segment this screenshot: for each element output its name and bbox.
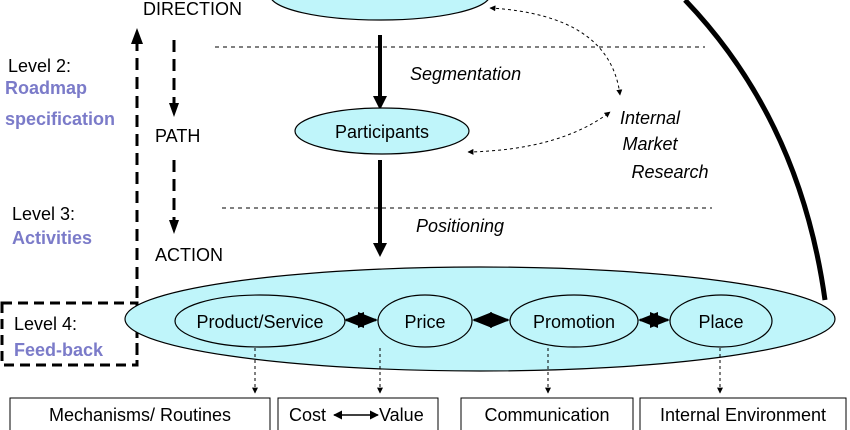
cost-label: Cost (289, 405, 326, 425)
stage-action: ACTION (155, 245, 223, 265)
research-line-2: Market (622, 134, 678, 154)
mechanisms-label: Mechanisms/ Routines (49, 405, 231, 425)
product-service-label: Product/Service (196, 312, 323, 332)
price-label: Price (404, 312, 445, 332)
value-label: Value (379, 405, 424, 425)
stage-direction: DIRECTION (143, 0, 242, 19)
mechanisms-box (9, 397, 271, 430)
segmentation-label: Segmentation (410, 64, 521, 84)
positioning-label: Positioning (416, 216, 504, 236)
feedback-arc (683, 0, 828, 301)
place-ellipse (669, 294, 773, 348)
research-arrow-participants (467, 111, 611, 155)
level-2-label: Level 2: (8, 56, 71, 76)
level-4-label: Level 4: (14, 314, 77, 334)
environment-box (639, 397, 847, 430)
path-to-action-arrowhead (169, 220, 179, 234)
segmentation-arrowhead (373, 96, 387, 110)
stage-path: PATH (155, 126, 200, 146)
place-label: Place (698, 312, 743, 332)
communication-label: Communication (484, 405, 609, 425)
research-line-1: Internal (620, 108, 681, 128)
promotion-label: Promotion (533, 312, 615, 332)
research-arrow-top (489, 5, 623, 96)
direction-to-path-arrowhead (169, 103, 179, 117)
positioning-arrowhead (373, 243, 387, 257)
top-ellipse (271, 0, 489, 21)
level-2-title-line2: specification (5, 109, 115, 129)
level-4-title: Feed-back (14, 340, 104, 360)
environment-label: Internal Environment (660, 405, 826, 425)
feedback-up-arrowhead (131, 28, 143, 44)
participants-label: Participants (335, 122, 429, 142)
level-3-label: Level 3: (12, 204, 75, 224)
level-2-title-line1: Roadmap (5, 78, 87, 98)
level-3-title: Activities (12, 228, 92, 248)
research-line-3: Research (631, 162, 708, 182)
communication-box (460, 397, 634, 430)
